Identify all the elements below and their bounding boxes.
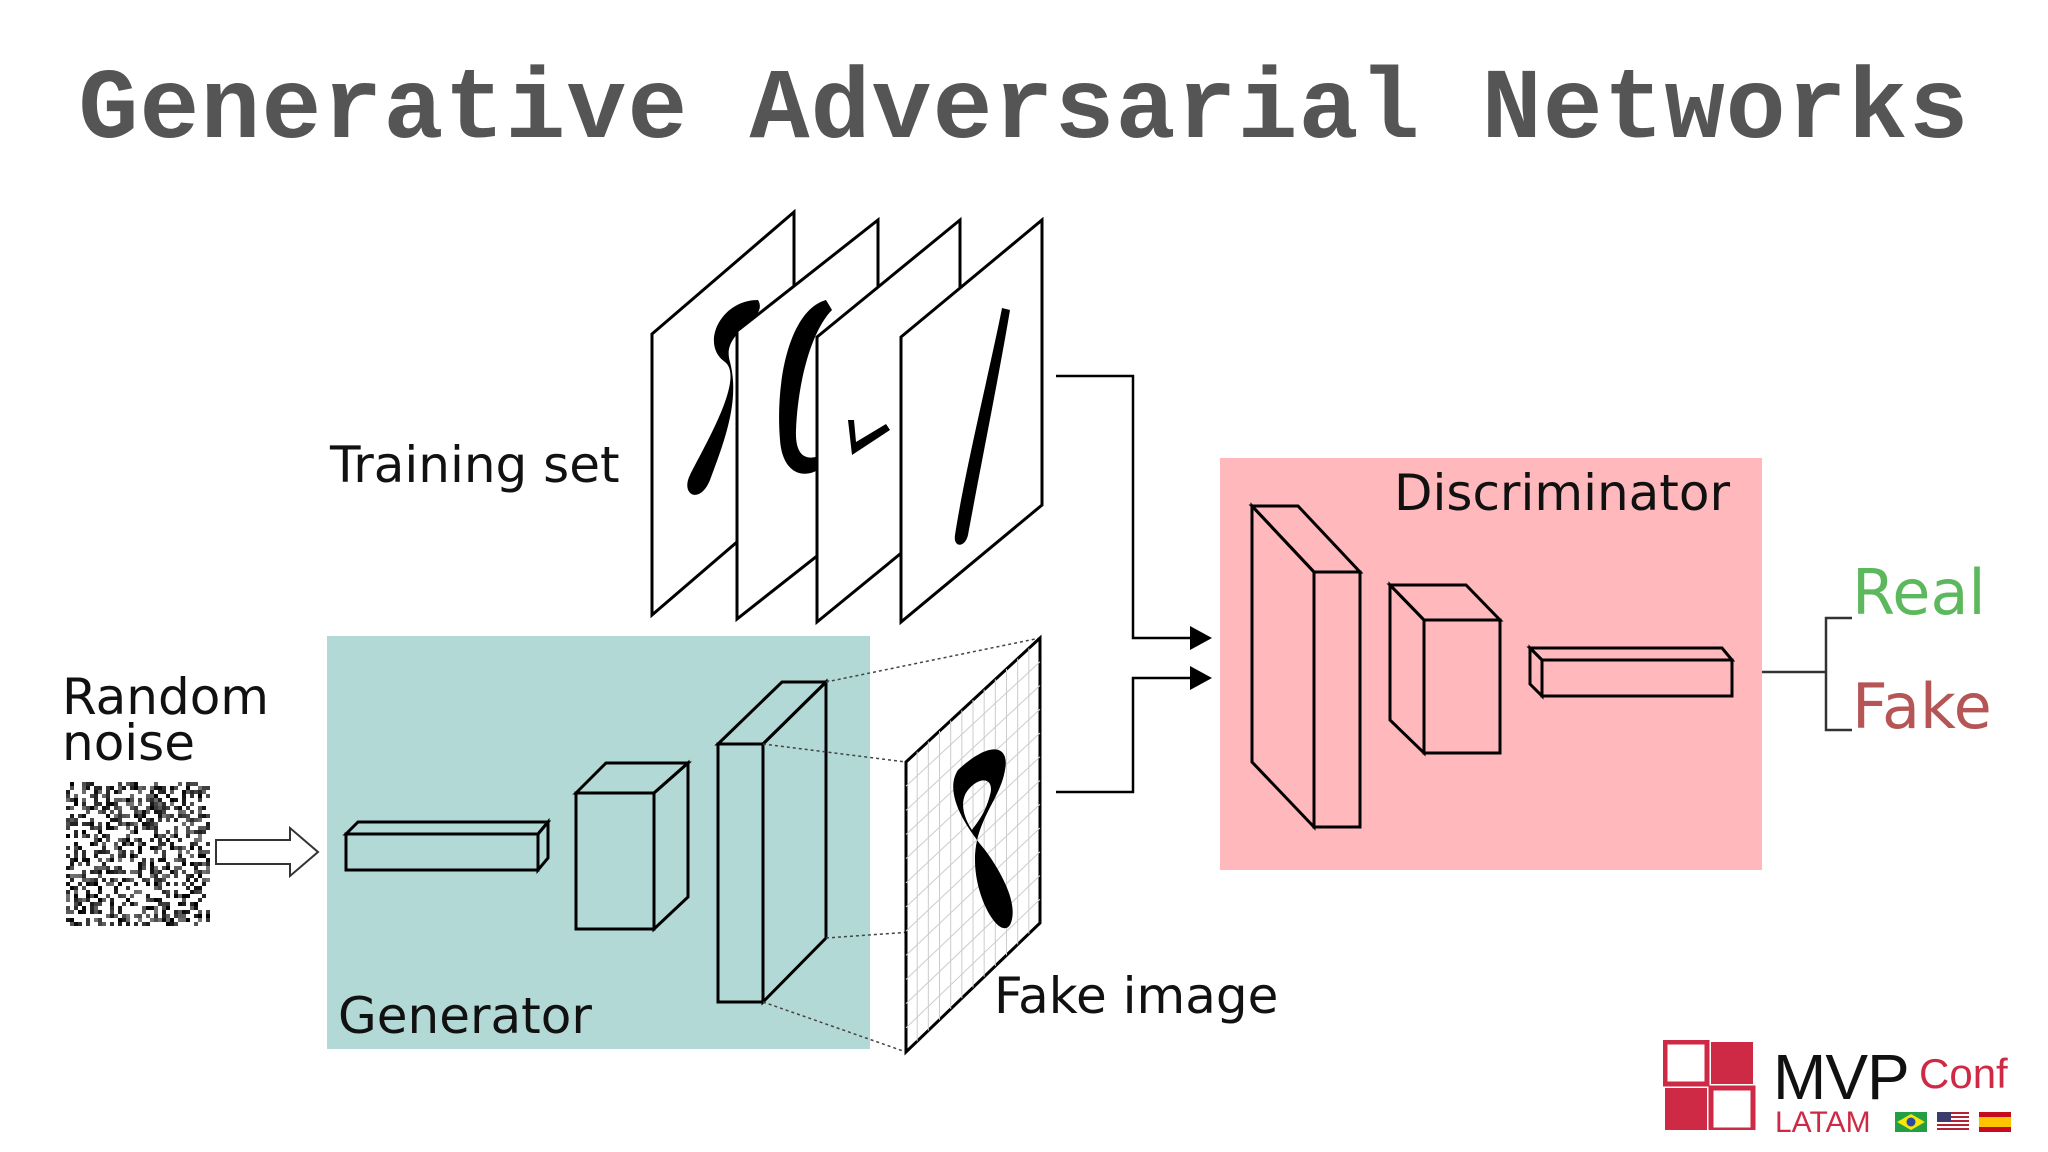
discriminator-layer-3 — [1526, 644, 1736, 700]
arrow-head-top — [1190, 626, 1212, 650]
random-noise-label-line1: Random — [62, 668, 269, 726]
brazil-flag-icon — [1895, 1112, 1927, 1132]
discriminator-label: Discriminator — [1394, 464, 1731, 522]
discriminator-layers — [1248, 502, 1736, 831]
slide-title: Generative Adversarial Networks — [78, 55, 1970, 168]
training-set-label: Training set — [329, 436, 620, 494]
random-noise-image — [66, 782, 210, 926]
noise-arrow — [215, 825, 320, 879]
generator-layer-2 — [572, 759, 692, 933]
fake-label: Fake — [1852, 670, 1992, 743]
usa-flag-icon — [1937, 1112, 1969, 1132]
discriminator-layer-2 — [1386, 581, 1504, 757]
logo-squares-icon — [1663, 1040, 1756, 1130]
brand-mvp: MVP — [1773, 1041, 1910, 1113]
fake-image-card — [904, 634, 1042, 1056]
fake-image-label: Fake image — [994, 967, 1278, 1025]
generator-layers — [342, 678, 830, 1006]
spain-flag-icon — [1979, 1112, 2011, 1132]
generator-label: Generator — [338, 987, 592, 1045]
generator-layer-1 — [342, 817, 552, 875]
mvp-conf-logo: MVP Conf LATAM — [1663, 1040, 2023, 1140]
real-label: Real — [1852, 556, 1986, 629]
brand-conf: Conf — [1919, 1050, 2008, 1097]
connector-lines — [1056, 374, 1190, 794]
random-noise-label-line2: noise — [62, 714, 195, 772]
projection-lines — [762, 637, 1041, 1053]
discriminator-layer-1 — [1248, 502, 1364, 831]
training-set-stack — [650, 208, 1044, 626]
output-bracket — [1762, 616, 1852, 732]
generator-panel — [327, 636, 870, 1049]
discriminator-panel — [1220, 458, 1762, 870]
training-card-4 — [899, 216, 1044, 626]
brand-latam: LATAM — [1775, 1106, 1871, 1139]
arrow-head-bottom — [1190, 666, 1212, 690]
